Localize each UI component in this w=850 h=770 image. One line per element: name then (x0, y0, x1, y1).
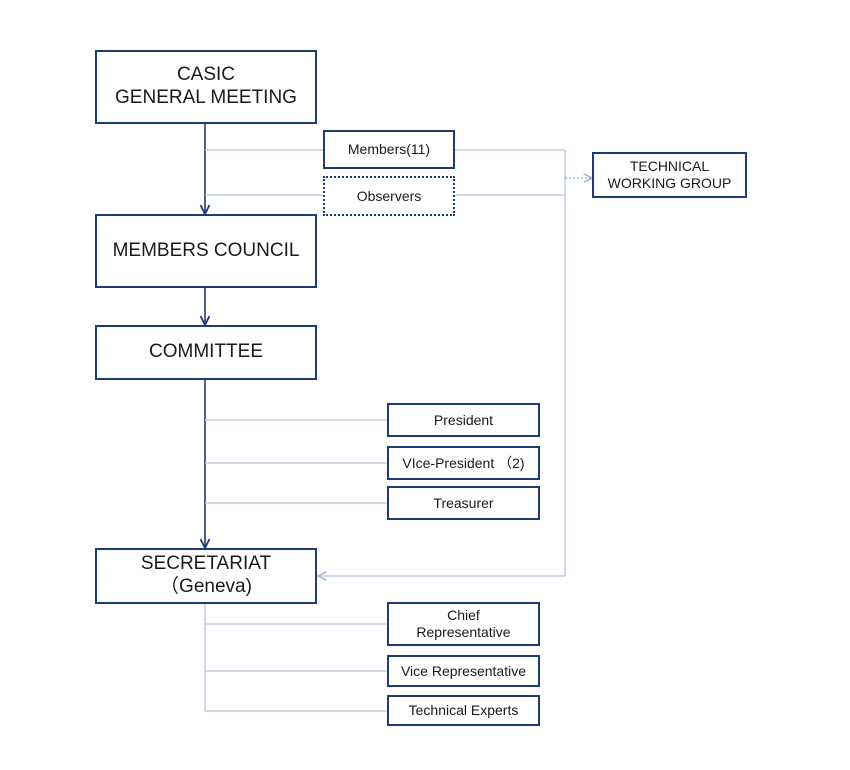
general-meeting-title: CASIC GENERAL MEETING (115, 64, 297, 108)
president-box: President (387, 403, 540, 437)
vice-representative-label: Vice Representative (400, 662, 527, 679)
technical-experts-label: Technical Experts (408, 702, 519, 719)
members-council-title: MEMBERS COUNCIL (112, 239, 300, 261)
technical-working-group-box: TECHNICAL WORKING GROUP (592, 152, 747, 198)
general-meeting-box: CASIC GENERAL MEETING (95, 50, 317, 124)
observers-box: Observers (323, 176, 455, 216)
technical-experts-box: Technical Experts (387, 695, 540, 726)
secretariat-title: SECRETARIAT （Geneva) (140, 553, 272, 597)
treasurer-label: Treasurer (433, 494, 494, 511)
committee-box: COMMITTEE (95, 325, 317, 380)
vice-president-box: VIce-President （2) (387, 446, 540, 480)
members-box: Members(11) (323, 130, 455, 169)
president-label: President (433, 411, 494, 428)
vice-representative-box: Vice Representative (387, 655, 540, 687)
members-label: Members(11) (347, 141, 431, 158)
chief-representative-label: Chief Representative (416, 607, 511, 640)
technical-working-group-title: TECHNICAL WORKING GROUP (607, 158, 732, 191)
observers-label: Observers (356, 187, 422, 204)
treasurer-box: Treasurer (387, 486, 540, 520)
chief-representative-box: Chief Representative (387, 602, 540, 646)
committee-title: COMMITTEE (149, 341, 263, 363)
members-council-box: MEMBERS COUNCIL (95, 214, 317, 288)
vice-president-label: VIce-President （2) (402, 454, 525, 471)
secretariat-box: SECRETARIAT （Geneva) (95, 548, 317, 604)
